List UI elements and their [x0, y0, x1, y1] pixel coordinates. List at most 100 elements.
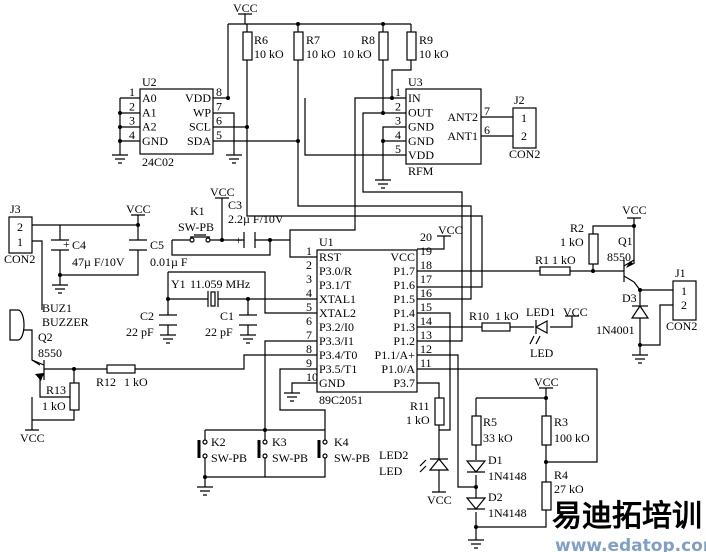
switch-k2[interactable]: K2 SW-PB — [197, 435, 247, 465]
diode-d2: D2 1N4148 — [465, 490, 527, 520]
k3-value: SW-PB — [272, 451, 308, 465]
c4-ref: C4 — [72, 238, 86, 252]
u1-part: 89C2051 — [319, 393, 363, 407]
d1-ref: D1 — [488, 453, 503, 467]
pin-name: P1.5 — [393, 292, 415, 306]
polarity-plus: + — [235, 233, 242, 247]
pin-number: 7 — [216, 99, 222, 113]
pin-name: A2 — [142, 120, 157, 134]
connector-j1: J1 1 2 CON2 — [666, 266, 697, 333]
r4-ref: R4 — [554, 468, 568, 482]
pin-number: 18 — [420, 258, 432, 272]
u3-part: RFM — [408, 164, 434, 178]
connector-j2: J2 1 2 CON2 — [509, 93, 540, 161]
u1-ref: U1 — [319, 235, 334, 249]
u2-ref: U2 — [142, 75, 157, 89]
pin-number: 12 — [420, 342, 432, 356]
c3-ref: C3 — [228, 198, 242, 212]
resistor-r8 — [378, 31, 389, 61]
d3-ref: D3 — [622, 291, 637, 305]
q1-ref: Q1 — [618, 234, 633, 248]
k4-ref: K4 — [334, 435, 349, 449]
pin-name: RST — [319, 250, 342, 264]
resistor-r7 — [293, 31, 304, 61]
vcc-label: VCC — [438, 223, 463, 237]
vcc-label: VCC — [534, 375, 559, 389]
r1-ref: R1 — [535, 253, 549, 267]
k2-value: SW-PB — [211, 451, 247, 465]
r4-value: 27 kO — [554, 482, 584, 496]
pin-number: 8 — [216, 85, 222, 99]
r8-value: 10 kO — [342, 47, 372, 61]
j1-pin: 1 — [681, 284, 687, 298]
resistor-r9 — [406, 31, 417, 61]
r7-value: 10 kO — [306, 47, 336, 61]
connector-j3: J3 2 1 CON2 — [4, 202, 35, 266]
pin-number: 6 — [216, 114, 222, 128]
pin-number: 20 — [420, 230, 432, 244]
pin-number: 3 — [395, 114, 401, 128]
j3-ref: J3 — [10, 202, 21, 216]
pin-number: 4 — [395, 128, 401, 142]
pin-name: XTAL1 — [319, 292, 356, 306]
j2-pin: 2 — [521, 129, 527, 143]
pin-name: A0 — [142, 91, 157, 105]
capacitor-c1 — [239, 314, 257, 326]
pin-name: P3.1/T — [319, 278, 352, 292]
q2-ref: Q2 — [38, 330, 53, 344]
pin-name: IN — [408, 91, 421, 105]
u2-part: 24C02 — [142, 155, 174, 169]
polarity-plus: + — [63, 237, 70, 251]
pin-number: 1 — [395, 85, 401, 99]
switch-k1[interactable]: K1 SW-PB — [178, 204, 214, 243]
switch-k4[interactable]: K4 SW-PB — [317, 435, 370, 465]
wires — [22, 14, 673, 540]
pin-name: OUT — [408, 105, 433, 119]
r5-value: 33 kO — [483, 431, 513, 445]
pin-name: GND — [408, 120, 434, 134]
pin-number: 4 — [306, 286, 312, 300]
pin-number: 3 — [306, 272, 312, 286]
pin-number: 7 — [484, 104, 490, 118]
pin-name: P3.3/I1 — [319, 334, 354, 348]
capacitor-c2 — [159, 314, 177, 326]
j2-pin: 1 — [521, 111, 527, 125]
r11-ref: R11 — [410, 399, 430, 413]
capacitor-c5 — [129, 239, 147, 251]
r2-value: 1 kO — [560, 235, 584, 249]
pin-number: 4 — [129, 128, 135, 142]
watermark: 易迪拓培训 www.edatop.com — [552, 499, 706, 552]
switch-k3[interactable]: K3 SW-PB — [257, 435, 308, 465]
q2-value: 8550 — [38, 346, 62, 360]
pin-name: P3.2/I0 — [319, 320, 354, 334]
r3-ref: R3 — [554, 415, 568, 429]
j2-ref: J2 — [514, 93, 525, 107]
d3-value: 1N4001 — [596, 323, 635, 337]
buz1-ref: BUZ1 — [42, 301, 72, 315]
pin-number: 10 — [306, 370, 318, 384]
diodes: D3 1N4001 D1 1N4148 D2 1N4148 LED1 LED L… — [379, 291, 650, 520]
led2-ref: LED2 — [379, 448, 408, 462]
y1-value: 11.059 MHz — [190, 277, 250, 291]
ground-symbols — [52, 154, 648, 549]
r9-ref: R9 — [419, 33, 433, 47]
pin-number: 1 — [306, 244, 312, 258]
pin-name: A1 — [142, 105, 157, 119]
pin-number: 19 — [420, 244, 432, 258]
d2-ref: D2 — [488, 490, 503, 504]
pin-name: VDD — [408, 148, 434, 162]
pin-name: P3.5/T1 — [319, 362, 357, 376]
junction-dots — [58, 22, 642, 529]
resistor-r13 — [69, 382, 80, 411]
resistors: R6 10 kO R7 10 kO R8 10 kO R9 10 kO R1 1… — [42, 31, 599, 511]
c3-value: 2.2µ F/10V — [228, 212, 284, 226]
transistor-q2: Q2 8550 — [31, 330, 62, 381]
d1-value: 1N4148 — [488, 469, 527, 483]
j1-pin: 2 — [681, 298, 687, 312]
c5-ref: C5 — [150, 238, 164, 252]
j3-pin: 2 — [17, 220, 23, 234]
switches: K1 SW-PB K2 SW-PB K3 SW-PB K4 SW-PB — [178, 204, 370, 465]
pin-number: 13 — [420, 328, 432, 342]
